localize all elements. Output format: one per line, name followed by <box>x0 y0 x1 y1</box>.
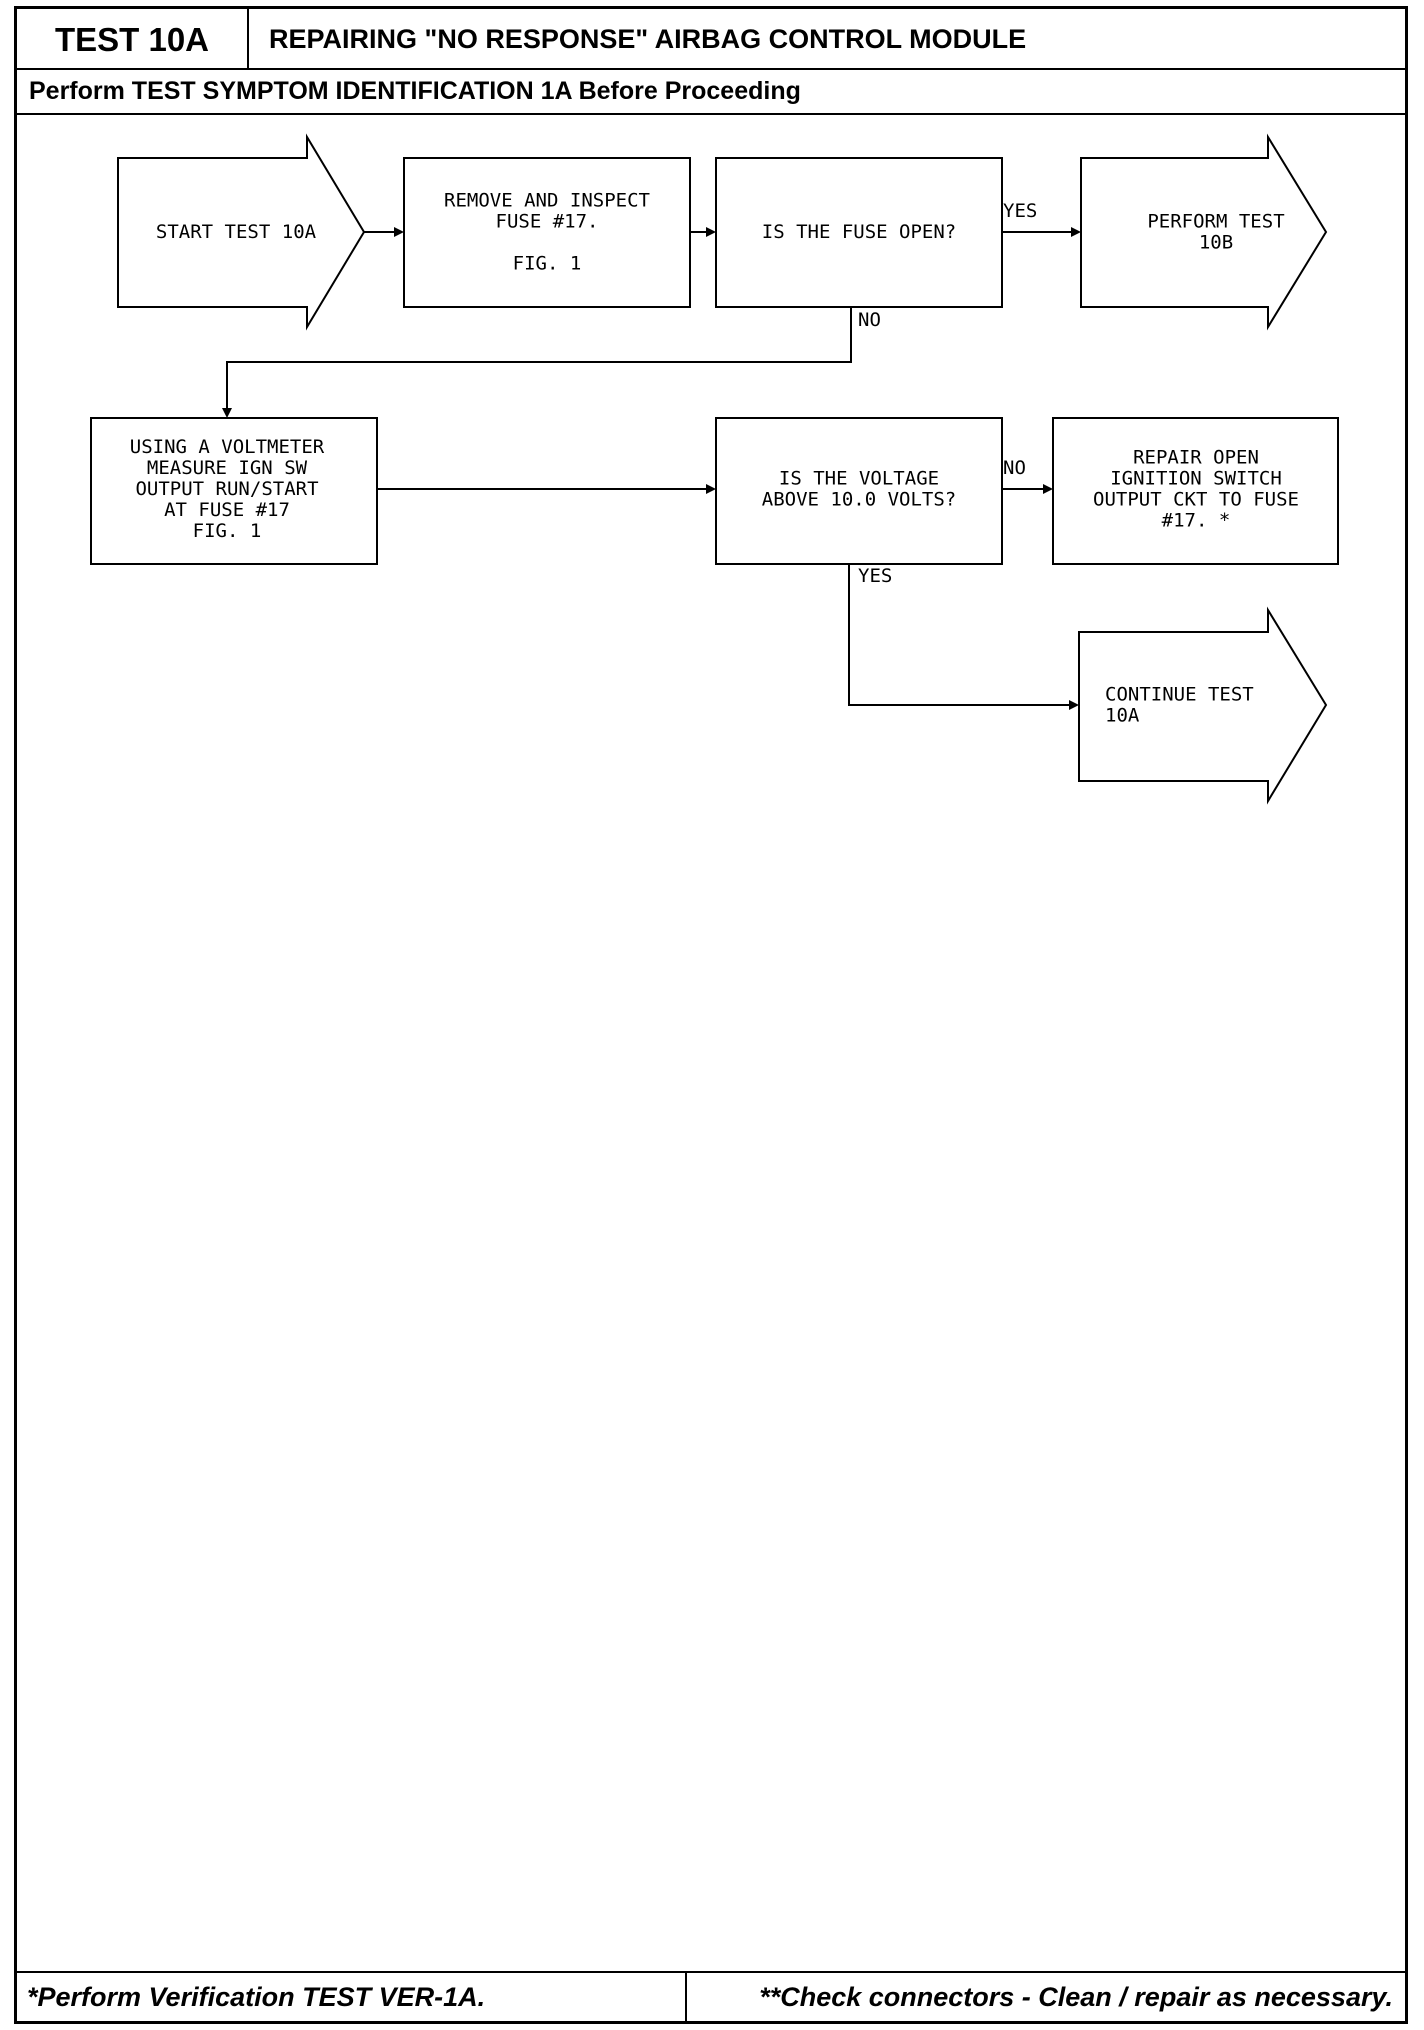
header-bar: TEST 10A REPAIRING "NO RESPONSE" AIRBAG … <box>17 9 1405 70</box>
arrowhead <box>706 484 716 494</box>
footer-verification-note: *Perform Verification TEST VER-1A. <box>17 1973 687 2021</box>
text-line: USING A VOLTMETER <box>130 436 325 458</box>
text-line: AT FUSE #17 <box>164 499 290 521</box>
label-no-voltage: NO <box>1003 457 1026 479</box>
text-line: MEASURE IGN SW <box>147 457 308 479</box>
remove-inspect-box <box>403 157 691 308</box>
repair-open-box <box>1052 417 1339 565</box>
text-line: OUTPUT CKT TO FUSE <box>1093 489 1299 511</box>
text-line: #17. * <box>1162 510 1231 532</box>
test-sheet: TEST 10A REPAIRING "NO RESPONSE" AIRBAG … <box>14 6 1408 2024</box>
text-line: ABOVE 10.0 VOLTS? <box>762 489 956 511</box>
label-no-fuse-open: NO <box>858 309 881 331</box>
connector-no-to-voltmeter <box>226 307 852 410</box>
arrowhead <box>706 227 716 237</box>
voltage-decision-box <box>715 417 1003 565</box>
perform-10b-shape <box>1080 133 1328 331</box>
text-line: 10A <box>1105 705 1140 727</box>
label-yes-fuse-open: YES <box>1003 200 1037 222</box>
arrowhead <box>1069 700 1079 710</box>
label-yes-voltage: YES <box>858 565 892 587</box>
voltmeter-box <box>90 417 378 565</box>
page-title: REPAIRING "NO RESPONSE" AIRBAG CONTROL M… <box>269 24 1027 54</box>
text-line: CONTINUE TEST <box>1105 684 1254 706</box>
footer-connector-note: **Check connectors - Clean / repair as n… <box>759 1981 1393 2012</box>
start-test-text: START TEST 10A <box>156 221 317 243</box>
text-line: IS THE VOLTAGE <box>779 468 939 490</box>
text-line: FIG. 1 <box>193 520 262 542</box>
text-line: REPAIR OPEN <box>1133 447 1259 469</box>
text-line: 10B <box>1199 232 1233 254</box>
fuse-open-decision-text: IS THE FUSE OPEN? <box>762 221 956 243</box>
text-line: IGNITION SWITCH <box>1110 468 1282 490</box>
text-line: START TEST 10A <box>156 221 317 243</box>
fuse-open-decision-box <box>715 157 1003 308</box>
test-id: TEST 10A <box>17 9 249 70</box>
text-line: REMOVE AND INSPECT <box>444 190 650 212</box>
start-test-shape <box>117 133 366 331</box>
text-line: IS THE FUSE OPEN? <box>762 221 956 243</box>
arrowhead <box>1043 484 1053 494</box>
connector-yes-to-continue <box>848 564 1071 706</box>
text-line: FUSE #17. <box>496 211 599 233</box>
arrowhead <box>1071 227 1081 237</box>
footer-bar: *Perform Verification TEST VER-1A. **Che… <box>17 1971 1405 2021</box>
text-line: OUTPUT RUN/START <box>135 478 318 500</box>
text-line: PERFORM TEST <box>1147 211 1284 233</box>
continue-10a-shape <box>1078 606 1328 805</box>
prerequisite-note: Perform TEST SYMPTOM IDENTIFICATION 1A B… <box>17 70 1405 115</box>
arrowhead <box>394 227 404 237</box>
arrowhead <box>222 408 232 418</box>
text-line: FIG. 1 <box>513 253 582 275</box>
